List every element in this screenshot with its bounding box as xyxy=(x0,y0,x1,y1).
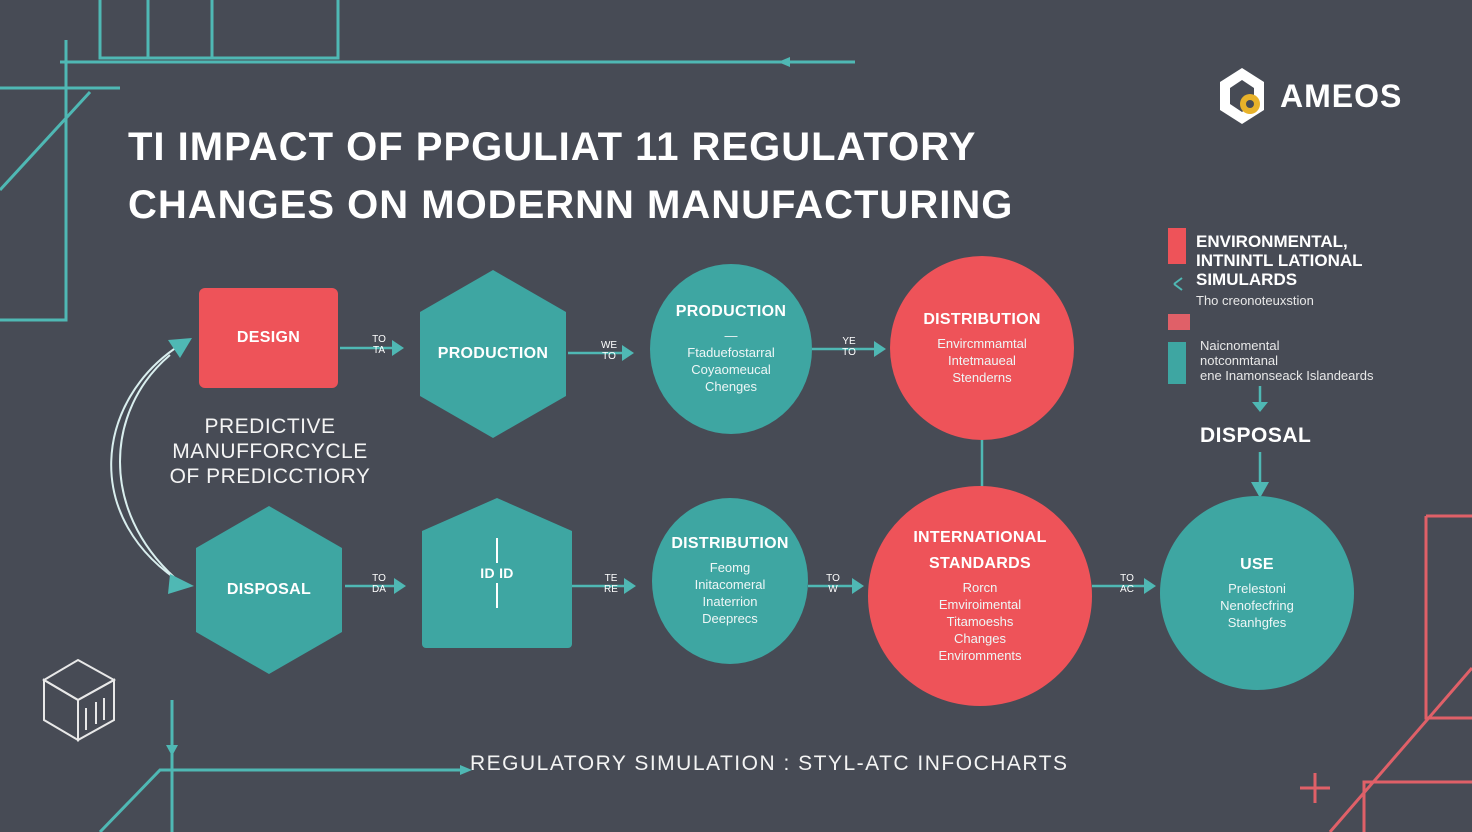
arrowhead xyxy=(168,574,194,594)
frame-line xyxy=(1424,516,1472,720)
arrowhead xyxy=(168,338,192,358)
node-use-title: USE xyxy=(1240,555,1274,573)
arrowhead xyxy=(624,578,636,594)
legend-item-1: ENVIRONMENTAL, INTNINTL LATIONAL SIMULAR… xyxy=(1196,232,1363,308)
node-middle-title: ID ID xyxy=(476,563,518,583)
loop-arrow xyxy=(110,344,186,586)
arrowhead xyxy=(394,578,406,594)
legend-item-3: Naicnomental notconmtanal ene Inamonseac… xyxy=(1200,338,1374,383)
title-line-2: CHANGES ON MODERNN MANUFACTURING xyxy=(128,183,1014,227)
title-line-1: TI IMPACT OF PPGULIAT 11 REGULATORY xyxy=(128,125,977,169)
arrowhead xyxy=(460,765,472,775)
arrowhead xyxy=(166,745,178,756)
frame-line xyxy=(1300,773,1330,803)
node-distribution-top-title: DISTRIBUTION xyxy=(923,310,1041,328)
node-production-title: PRODUCTION xyxy=(675,303,787,320)
legend-pointer xyxy=(1173,277,1183,291)
node-production-hex-title: PRODUCTION xyxy=(437,345,549,362)
frame-line xyxy=(0,40,68,322)
node-use: USE Prelestoni Nenofecfring Stanhgfes xyxy=(1160,496,1354,690)
node-production-sub: — Ftaduefostarral Coyaomeucal Chenges xyxy=(687,328,775,394)
node-design-title: DESIGN xyxy=(236,329,301,346)
node-disposal-hex-title: DISPOSAL xyxy=(226,581,312,598)
node-design: DESIGN xyxy=(199,288,338,388)
frame-line xyxy=(0,90,92,192)
arrowhead xyxy=(622,345,634,361)
node-international-sub: Rorcn Emviroimental Titamoeshs Changes E… xyxy=(938,579,1022,663)
brand-logo-icon xyxy=(1220,68,1264,124)
legend-swatch-teal xyxy=(1168,342,1186,384)
footer-caption: REGULATORY SIMULATION : STYL-ATC INFOCHA… xyxy=(470,752,1069,775)
arrowhead xyxy=(1144,578,1156,594)
legend-item-1-note: Tho creonoteuxstion xyxy=(1196,293,1314,308)
legend-item-1-line-3: SIMULARDS xyxy=(1196,270,1298,289)
arrowhead xyxy=(392,340,404,356)
node-distribution-top-sub: Envircmmamtal Intetmaueal Stenderns xyxy=(937,335,1027,385)
arrowhead xyxy=(1252,402,1268,412)
loop-arrow xyxy=(119,354,176,579)
legend-swatch-red xyxy=(1168,228,1186,264)
frame-line xyxy=(1328,667,1472,832)
frame-line xyxy=(98,768,460,832)
arrowhead xyxy=(852,578,864,594)
legend-item-1-line-2: INTNINTL LATIONAL xyxy=(1196,251,1363,270)
arrowhead xyxy=(874,341,886,357)
node-distribution-bottom-title: DISTRIBUTION xyxy=(671,535,789,552)
node-distribution-bottom: DISTRIBUTION Feomg Initacomeral Inaterri… xyxy=(652,498,808,664)
node-international-title-1: INTERNATIONAL xyxy=(913,528,1047,546)
legend-swatch-red-small xyxy=(1168,314,1190,330)
legend-item-1-line-1: ENVIRONMENTAL, xyxy=(1196,232,1348,251)
disposal-label: DISPOSAL xyxy=(1200,424,1312,447)
cube-icon xyxy=(42,658,117,742)
node-use-sub: Prelestoni Nenofecfring Stanhgfes xyxy=(1220,580,1294,630)
page-title: TI IMPACT OF PPGULIAT 11 REGULATORY CHAN… xyxy=(128,118,1168,234)
arrowhead xyxy=(1251,482,1269,498)
arrowhead xyxy=(778,57,790,67)
node-distribution-bottom-sub: Feomg Initacomeral Inaterrion Deeprecs xyxy=(694,560,766,626)
frame-line xyxy=(1362,780,1472,832)
cycle-label: PREDICTIVE MANUFFORCYCLE OF PREDICCTIORY xyxy=(169,415,371,488)
brand-name: AMEOS xyxy=(1280,78,1403,114)
frame-line xyxy=(98,0,340,60)
node-distribution-top: DISTRIBUTION Envircmmamtal Intetmaueal S… xyxy=(890,256,1074,440)
node-middle-hex: ID ID xyxy=(422,498,572,648)
node-production-circle: PRODUCTION — Ftaduefostarral Coyaomeucal… xyxy=(650,264,812,434)
node-international-title-2: STANDARDS xyxy=(929,554,1031,572)
node-international-standards: INTERNATIONAL STANDARDS Rorcn Emviroimen… xyxy=(868,486,1092,706)
